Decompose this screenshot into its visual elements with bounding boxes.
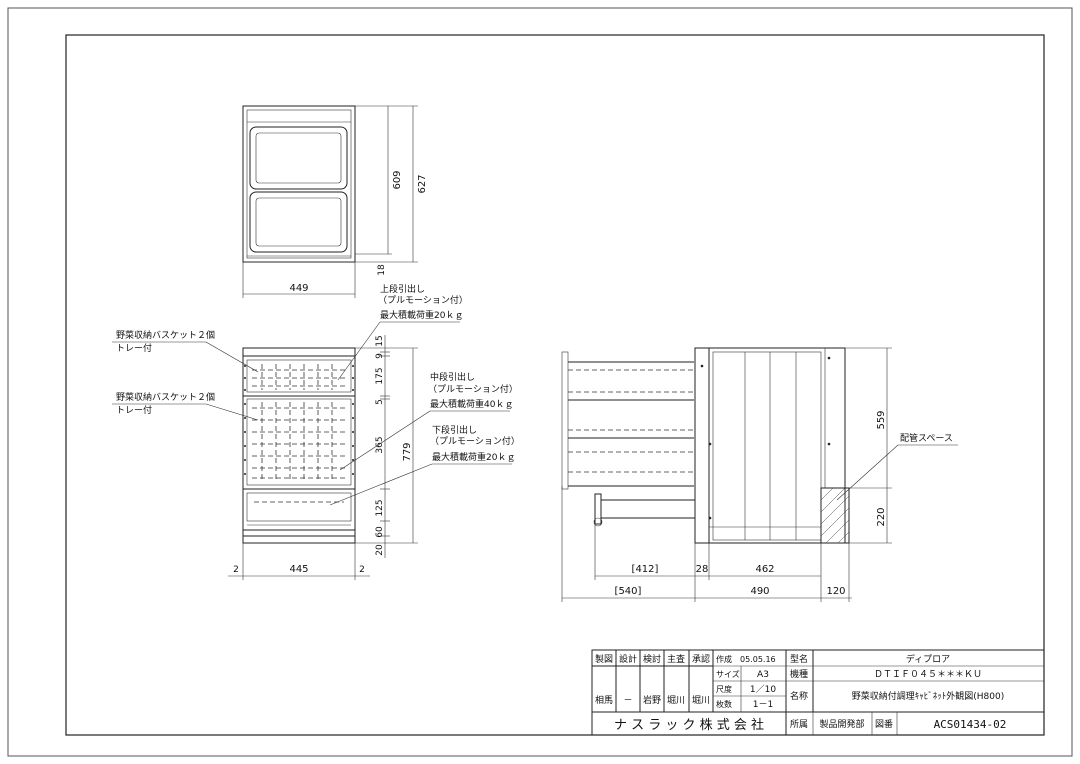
top-view-dims: 609 627 18 449 (242, 105, 428, 298)
plan-width: 449 (289, 283, 308, 294)
note-upper-drawer: 上段引出し (380, 283, 425, 295)
tb-company: ナ ス ラ ッ ク 株 式 会 社 (614, 717, 764, 733)
note-upper-load: 最大積載荷重20ｋｇ (380, 309, 463, 321)
note-basket-1: 野菜収納バスケット２個 (116, 329, 215, 341)
tb-sheets: 1－1 (753, 700, 773, 710)
dim-20: 20 (375, 544, 385, 556)
dim-779: 779 (402, 442, 413, 461)
tb-h-shonin: 承認 (692, 653, 710, 665)
inner-border (65, 34, 1045, 736)
tb-v-sekkei: － (623, 696, 632, 706)
note-piping: 配管スペース (900, 432, 953, 444)
front-view (242, 347, 356, 544)
tb-dept-label: 所属 (790, 719, 808, 730)
dim-left-gap: 2 (233, 565, 239, 575)
note-low-drawer: 下段引出し (432, 424, 477, 436)
tb-v-seizu: 相馬 (595, 694, 613, 706)
tb-sheets-label: 枚数 (716, 699, 732, 709)
dim-462: 462 (755, 564, 774, 575)
dim-125: 125 (375, 499, 385, 516)
front-view-dims: 15 9 175 5 365 125 60 20 779 2 445 2 (228, 335, 418, 580)
note-mid-load: 最大積載荷重40ｋｇ (430, 398, 513, 410)
dim-490: 490 (750, 586, 769, 597)
dim-540: [540] (615, 586, 642, 597)
tb-v-shonin: 堀川 (692, 695, 710, 706)
tb-v-shusa: 堀川 (667, 695, 685, 706)
title-block: 製図 設計 検討 主査 承認 相馬 － 岩野 堀川 堀川 作成 05.05.16… (591, 649, 1045, 736)
piping-space (820, 487, 850, 544)
top-view (242, 105, 356, 263)
note-low-load: 最大積載荷重20ｋｇ (432, 451, 515, 463)
front-view-notes: 上段引出し （プルモーション付） 最大積載荷重20ｋｇ 中段引出し （プルモーシ… (112, 283, 520, 506)
dim-9: 9 (375, 353, 385, 359)
tb-model-label: 型名 (790, 653, 808, 665)
side-view-dims: 559 220 配管スペース [412] 28 462 [540] 490 12… (561, 347, 958, 602)
dim-right-gap: 2 (359, 565, 365, 575)
tb-drawing-no: ACS01434-02 (934, 718, 1007, 731)
tb-h-kento: 検討 (643, 653, 661, 665)
outer-border (7, 7, 1073, 757)
dim-5: 5 (375, 399, 385, 405)
dim-365: 365 (375, 436, 385, 453)
tb-size: A3 (757, 670, 769, 680)
plan-bottom: 18 (377, 264, 387, 276)
note-low-drawer-sub: （プルモーション付） (430, 436, 520, 447)
tb-v-kento: 岩野 (643, 694, 661, 706)
tb-model: ディプロア (906, 653, 950, 665)
dim-445: 445 (289, 564, 308, 575)
plan-depth-outer: 627 (417, 174, 428, 193)
dim-175: 175 (375, 367, 385, 384)
tb-h-seizu: 製図 (595, 653, 613, 665)
note-basket-1-sub: トレー付 (116, 343, 152, 354)
tb-dept: 製品開発部 (819, 718, 864, 730)
tb-name: 野菜収納付調理ｷｬﾋﾞﾈｯﾄ外観図(H800) (852, 690, 1004, 702)
tb-type: ＤＴＩＦ０４５＊＊＊ＫＵ (874, 670, 982, 680)
dim-220: 220 (876, 507, 887, 526)
note-mid-drawer-sub: （プルモーション付） (428, 384, 518, 395)
tb-created: 05.05.16 (740, 655, 776, 664)
tb-type-label: 機種 (790, 668, 808, 680)
tb-size-label: サイズ (716, 669, 740, 679)
tb-h-sekkei: 設計 (619, 653, 637, 665)
dim-60: 60 (375, 526, 385, 538)
dim-412: [412] (632, 564, 659, 575)
note-upper-drawer-sub: （プルモーション付） (378, 295, 468, 306)
plan-depth-inner: 609 (392, 170, 403, 189)
side-view (561, 347, 850, 544)
tb-h-shusa: 主査 (667, 653, 685, 665)
note-basket-2: 野菜収納バスケット２個 (116, 391, 215, 403)
tb-drawing-label: 図番 (875, 718, 893, 730)
tb-scale-label: 尺度 (716, 684, 732, 694)
tb-scale: 1／10 (750, 684, 776, 695)
tb-created-label: 作成 (716, 654, 732, 664)
dim-120: 120 (826, 586, 845, 597)
note-mid-drawer: 中段引出し (430, 371, 475, 383)
dim-28: 28 (696, 564, 709, 575)
dim-15: 15 (375, 335, 385, 346)
tb-name-label: 名称 (790, 690, 808, 702)
dim-559: 559 (876, 410, 887, 429)
note-basket-2-sub: トレー付 (116, 405, 152, 416)
